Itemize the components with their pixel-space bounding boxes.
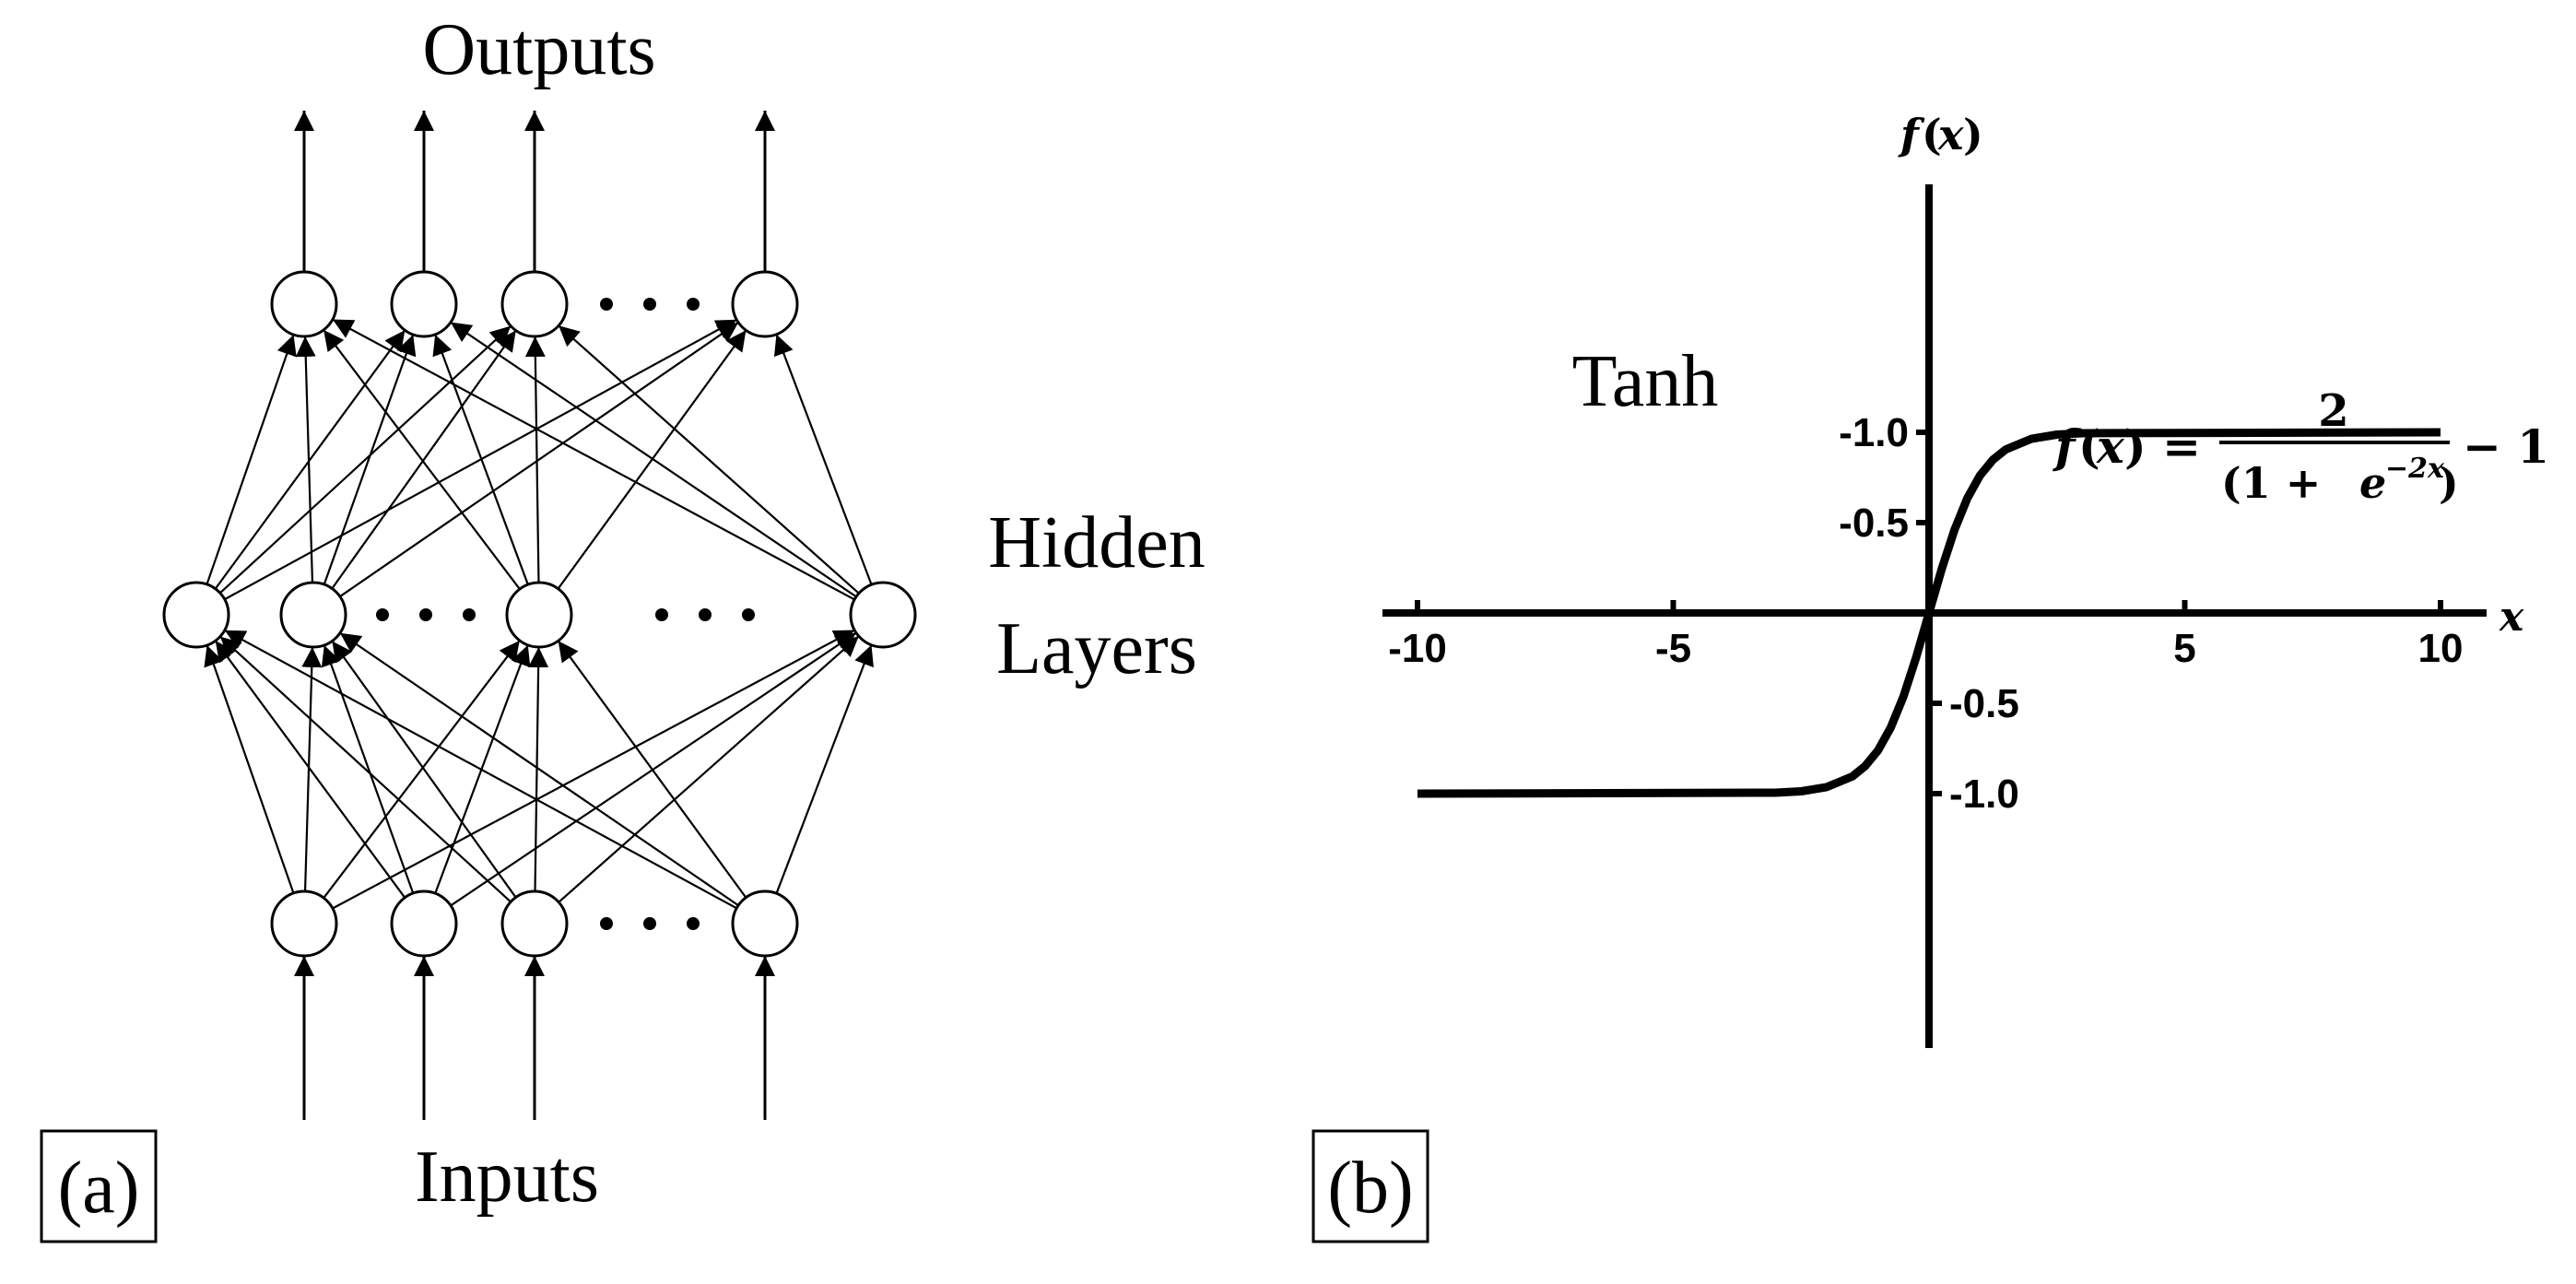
connection-arrow	[339, 321, 739, 598]
hidden-node	[849, 581, 917, 649]
hidden-node	[505, 581, 573, 649]
svg-text:x: x	[2096, 419, 2125, 474]
output-node	[270, 270, 338, 338]
connection-arrow	[323, 334, 417, 585]
connection-arrow	[301, 646, 323, 892]
x-tick-label: -5	[1655, 626, 1691, 671]
connection-arrow	[524, 336, 546, 583]
network-nodes	[162, 270, 917, 958]
connection-arrow	[773, 334, 873, 585]
connection-arrow	[332, 629, 855, 910]
hidden-layers-label-line2: Layers	[996, 608, 1197, 689]
connection-arrow	[331, 640, 517, 899]
outputs-label: Outputs	[422, 9, 655, 90]
y-tick-label: -0.5	[1949, 681, 2019, 726]
panel-b-label: (b)	[1327, 1148, 1413, 1229]
y-tick-label: -0.5	[1839, 501, 1909, 546]
tanh-title: Tanh	[1572, 341, 1719, 422]
panel-a-label-box	[40, 1129, 158, 1243]
tanh-formula: f ( x ) = 2 (1 + e −2x ) − 1	[2053, 385, 2549, 508]
ellipsis-dots	[376, 298, 755, 930]
x-tick-label: 5	[2173, 626, 2195, 671]
svg-text:− 1: − 1	[2463, 419, 2549, 474]
input-node	[500, 889, 569, 958]
connection-arrow	[331, 329, 517, 590]
connection-arrow	[204, 644, 295, 894]
input-output-arrows	[294, 111, 775, 1120]
y-tick-label: -1.0	[1839, 410, 1909, 455]
connection-arrow	[214, 329, 406, 590]
svg-text:) =: ) =	[2124, 419, 2201, 474]
input-node	[390, 889, 458, 958]
x-axis-ticks: -10 -5 5 10	[1388, 600, 2463, 671]
connection-arrow	[775, 644, 874, 894]
connection-arrow	[450, 321, 857, 598]
x-axis-title: x	[2499, 594, 2524, 641]
hidden-layers-label-line1: Hidden	[988, 502, 1206, 583]
connection-arrow	[219, 635, 512, 903]
connection-arrow	[450, 631, 857, 907]
svg-text:(: (	[2078, 419, 2100, 474]
connection-arrow	[339, 631, 739, 907]
svg-text:x: x	[1937, 110, 1964, 159]
y-tick-label: -1.0	[1949, 772, 2019, 817]
svg-text:−2x: −2x	[2385, 453, 2445, 485]
panel-a-label: (a)	[58, 1148, 140, 1229]
input-node	[731, 889, 799, 958]
svg-text:2: 2	[2318, 385, 2348, 437]
svg-text:(1 +: (1 +	[2221, 458, 2321, 508]
x-tick-label: 10	[2418, 626, 2464, 671]
connection-arrow	[332, 318, 855, 601]
y-axis-title: f ( x )	[1898, 110, 1983, 159]
connection-arrow	[432, 334, 529, 585]
connection-arrow	[224, 629, 737, 910]
y-axis-ticks: -1.0 -0.5 -0.5 -1.0	[1839, 410, 2019, 817]
connection-arrow	[206, 334, 297, 585]
svg-text:): )	[1963, 110, 1983, 159]
connection-arrow	[557, 640, 747, 899]
svg-text:): )	[2439, 458, 2459, 508]
connection-arrow	[323, 329, 521, 590]
connection-arrow	[214, 640, 406, 899]
hidden-node	[162, 581, 230, 649]
inputs-label: Inputs	[415, 1137, 599, 1218]
connection-arrow	[295, 336, 316, 583]
connection-arrow	[219, 324, 512, 595]
svg-text:(: (	[1922, 110, 1942, 159]
tanh-curve	[1417, 428, 2441, 798]
panel-b-label-box	[1312, 1129, 1429, 1243]
input-node	[270, 889, 338, 958]
output-node	[500, 270, 569, 338]
hidden-node	[279, 581, 347, 649]
connection-arrow	[558, 635, 860, 903]
output-node	[731, 270, 799, 338]
connection-arrow	[321, 644, 415, 894]
neural-network-panel: Outputs Hidden Layers Inputs (a)	[40, 9, 1206, 1243]
connection-arrow	[558, 324, 860, 595]
connection-arrow	[528, 646, 549, 892]
x-tick-label: -10	[1388, 626, 1447, 671]
connection-arrow	[323, 640, 521, 899]
svg-text:e: e	[2359, 458, 2386, 508]
network-connections	[204, 318, 874, 910]
output-node	[390, 270, 458, 338]
